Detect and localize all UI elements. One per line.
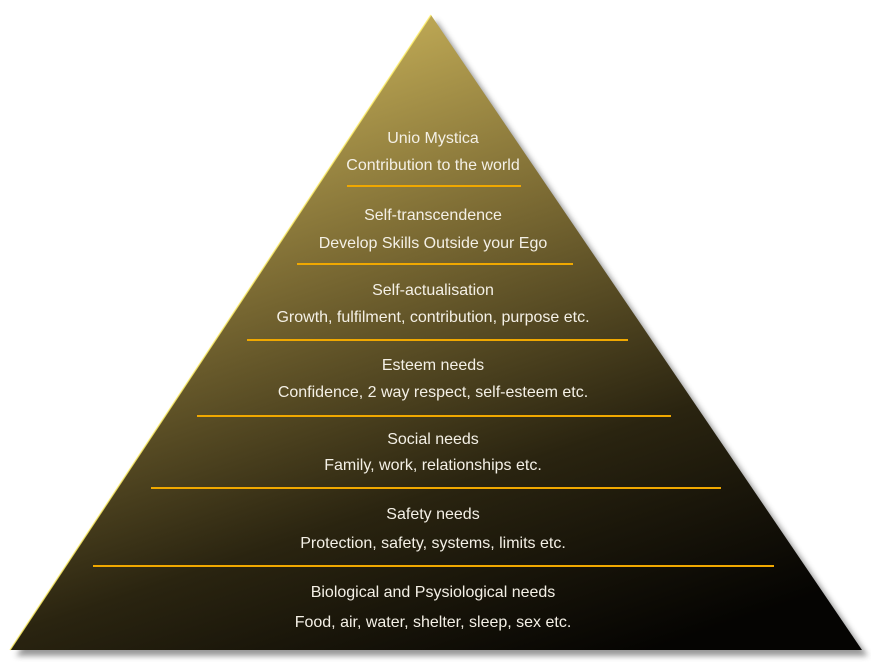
level-description: Develop Skills Outside your Ego: [318, 235, 548, 252]
level-description: Confidence, 2 way respect, self-esteem e…: [277, 384, 589, 401]
level-title: Self-actualisation: [372, 282, 494, 299]
level-description: Growth, fulfilment, contribution, purpos…: [276, 309, 590, 326]
level-title: Biological and Psysiological needs: [310, 584, 556, 601]
level-description: Contribution to the world: [346, 157, 520, 174]
pyramid-body: [10, 15, 862, 650]
level-title: Social needs: [387, 431, 479, 448]
level-title: Safety needs: [386, 506, 480, 523]
level-title: Self-transcendence: [364, 207, 502, 224]
level-description: Protection, safety, systems, limits etc.: [300, 535, 566, 552]
pyramid-edge-highlight: [9, 14, 432, 651]
level-description: Food, air, water, shelter, sleep, sex et…: [294, 614, 572, 631]
level-title: Unio Mystica: [387, 130, 479, 147]
level-title: Esteem needs: [381, 357, 485, 374]
level-description: Family, work, relationships etc.: [324, 457, 542, 474]
